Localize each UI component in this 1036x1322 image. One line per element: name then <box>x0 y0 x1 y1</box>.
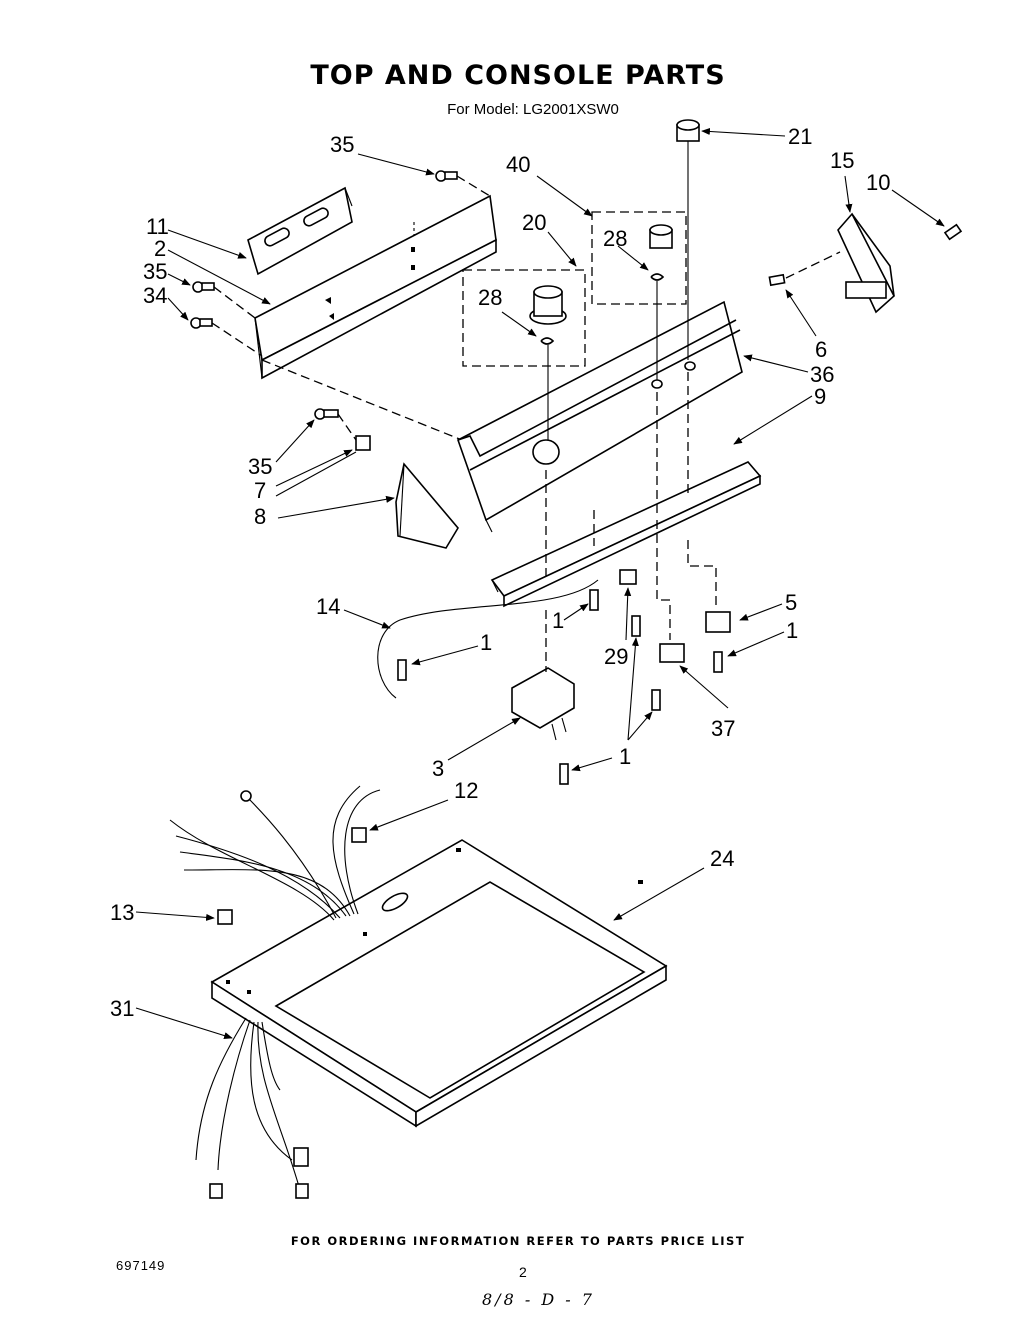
timer-part-3 <box>511 610 575 741</box>
wire-harness-part-31 <box>169 785 381 1199</box>
callout-40: 40 <box>506 152 530 177</box>
clip-part-7 <box>355 435 371 451</box>
screw-35-left <box>192 281 215 293</box>
callout-24: 24 <box>710 846 734 871</box>
callout-14: 14 <box>316 594 340 619</box>
callout-28-upper: 28 <box>603 226 627 251</box>
channel-part-9 <box>490 461 762 608</box>
callout-28-lower: 28 <box>478 285 502 310</box>
callout-13: 13 <box>110 900 134 925</box>
end-cap-part-8 <box>395 462 459 549</box>
callout-36: 36 <box>810 362 834 387</box>
callout-35-side: 35 <box>248 454 272 479</box>
screw-10 <box>943 223 963 241</box>
callout-20: 20 <box>522 210 546 235</box>
wire-part-14 <box>377 579 599 699</box>
callout-10: 10 <box>866 170 890 195</box>
page-title: TOP AND CONSOLE PARTS <box>310 60 726 91</box>
callout-2: 2 <box>154 236 166 261</box>
callout-1-c: 1 <box>786 618 798 643</box>
model-subtitle: For Model: LG2001XSW0 <box>447 101 619 118</box>
knob-part-40 <box>649 224 673 281</box>
callout-12: 12 <box>454 778 478 803</box>
callout-5: 5 <box>785 590 797 615</box>
top-panel-part-24 <box>210 839 668 1128</box>
screw-1-c <box>713 651 723 673</box>
callout-15: 15 <box>830 148 854 173</box>
callout-3: 3 <box>432 756 444 781</box>
callout-35-left: 35 <box>143 259 167 284</box>
document-number: 697149 <box>116 1258 166 1273</box>
page-number: 2 <box>519 1264 527 1280</box>
handwritten-note: 8/8 - D - 7 <box>482 1290 595 1309</box>
screw-1-b <box>397 659 407 681</box>
switch-part-37 <box>659 643 685 663</box>
callout-1-a: 1 <box>552 608 564 633</box>
screw-35-side <box>314 408 339 420</box>
knob-assembly-box-40 <box>591 211 687 305</box>
screw-1-d <box>631 615 641 637</box>
timer-knob-part-20 <box>529 285 567 345</box>
clip-part-12 <box>351 827 367 843</box>
screw-1-f <box>559 763 569 785</box>
callout-8: 8 <box>254 504 266 529</box>
console-bracket-part-11 <box>247 186 353 276</box>
screw-6 <box>768 273 786 287</box>
callout-29: 29 <box>604 644 628 669</box>
callout-21: 21 <box>788 124 812 149</box>
callout-34: 34 <box>143 283 167 308</box>
clip-part-13 <box>217 909 233 925</box>
screw-34 <box>190 317 213 329</box>
leader-lines <box>135 127 945 1039</box>
callout-1-d: 1 <box>619 744 631 769</box>
callout-7: 7 <box>254 478 266 503</box>
callout-9: 9 <box>814 384 826 409</box>
switch-part-29 <box>619 569 637 585</box>
ordering-note: FOR ORDERING INFORMATION REFER TO PARTS … <box>290 1234 746 1248</box>
callout-35-top: 35 <box>330 132 354 157</box>
switch-part-5 <box>705 611 731 633</box>
rear-bracket-part-2 <box>254 194 497 380</box>
callout-6: 6 <box>815 337 827 362</box>
timer-assembly-box-20 <box>462 269 586 367</box>
screw-35-top <box>435 170 458 182</box>
screw-1-a <box>589 589 599 611</box>
callout-1-b: 1 <box>480 630 492 655</box>
callout-31: 31 <box>110 996 134 1021</box>
console-part-36 <box>457 300 743 533</box>
callout-11: 11 <box>146 214 169 239</box>
screw-1-e <box>651 689 661 711</box>
knob-part-21 <box>676 119 700 142</box>
end-cap-part-15 <box>837 212 895 314</box>
callout-37: 37 <box>711 716 735 741</box>
